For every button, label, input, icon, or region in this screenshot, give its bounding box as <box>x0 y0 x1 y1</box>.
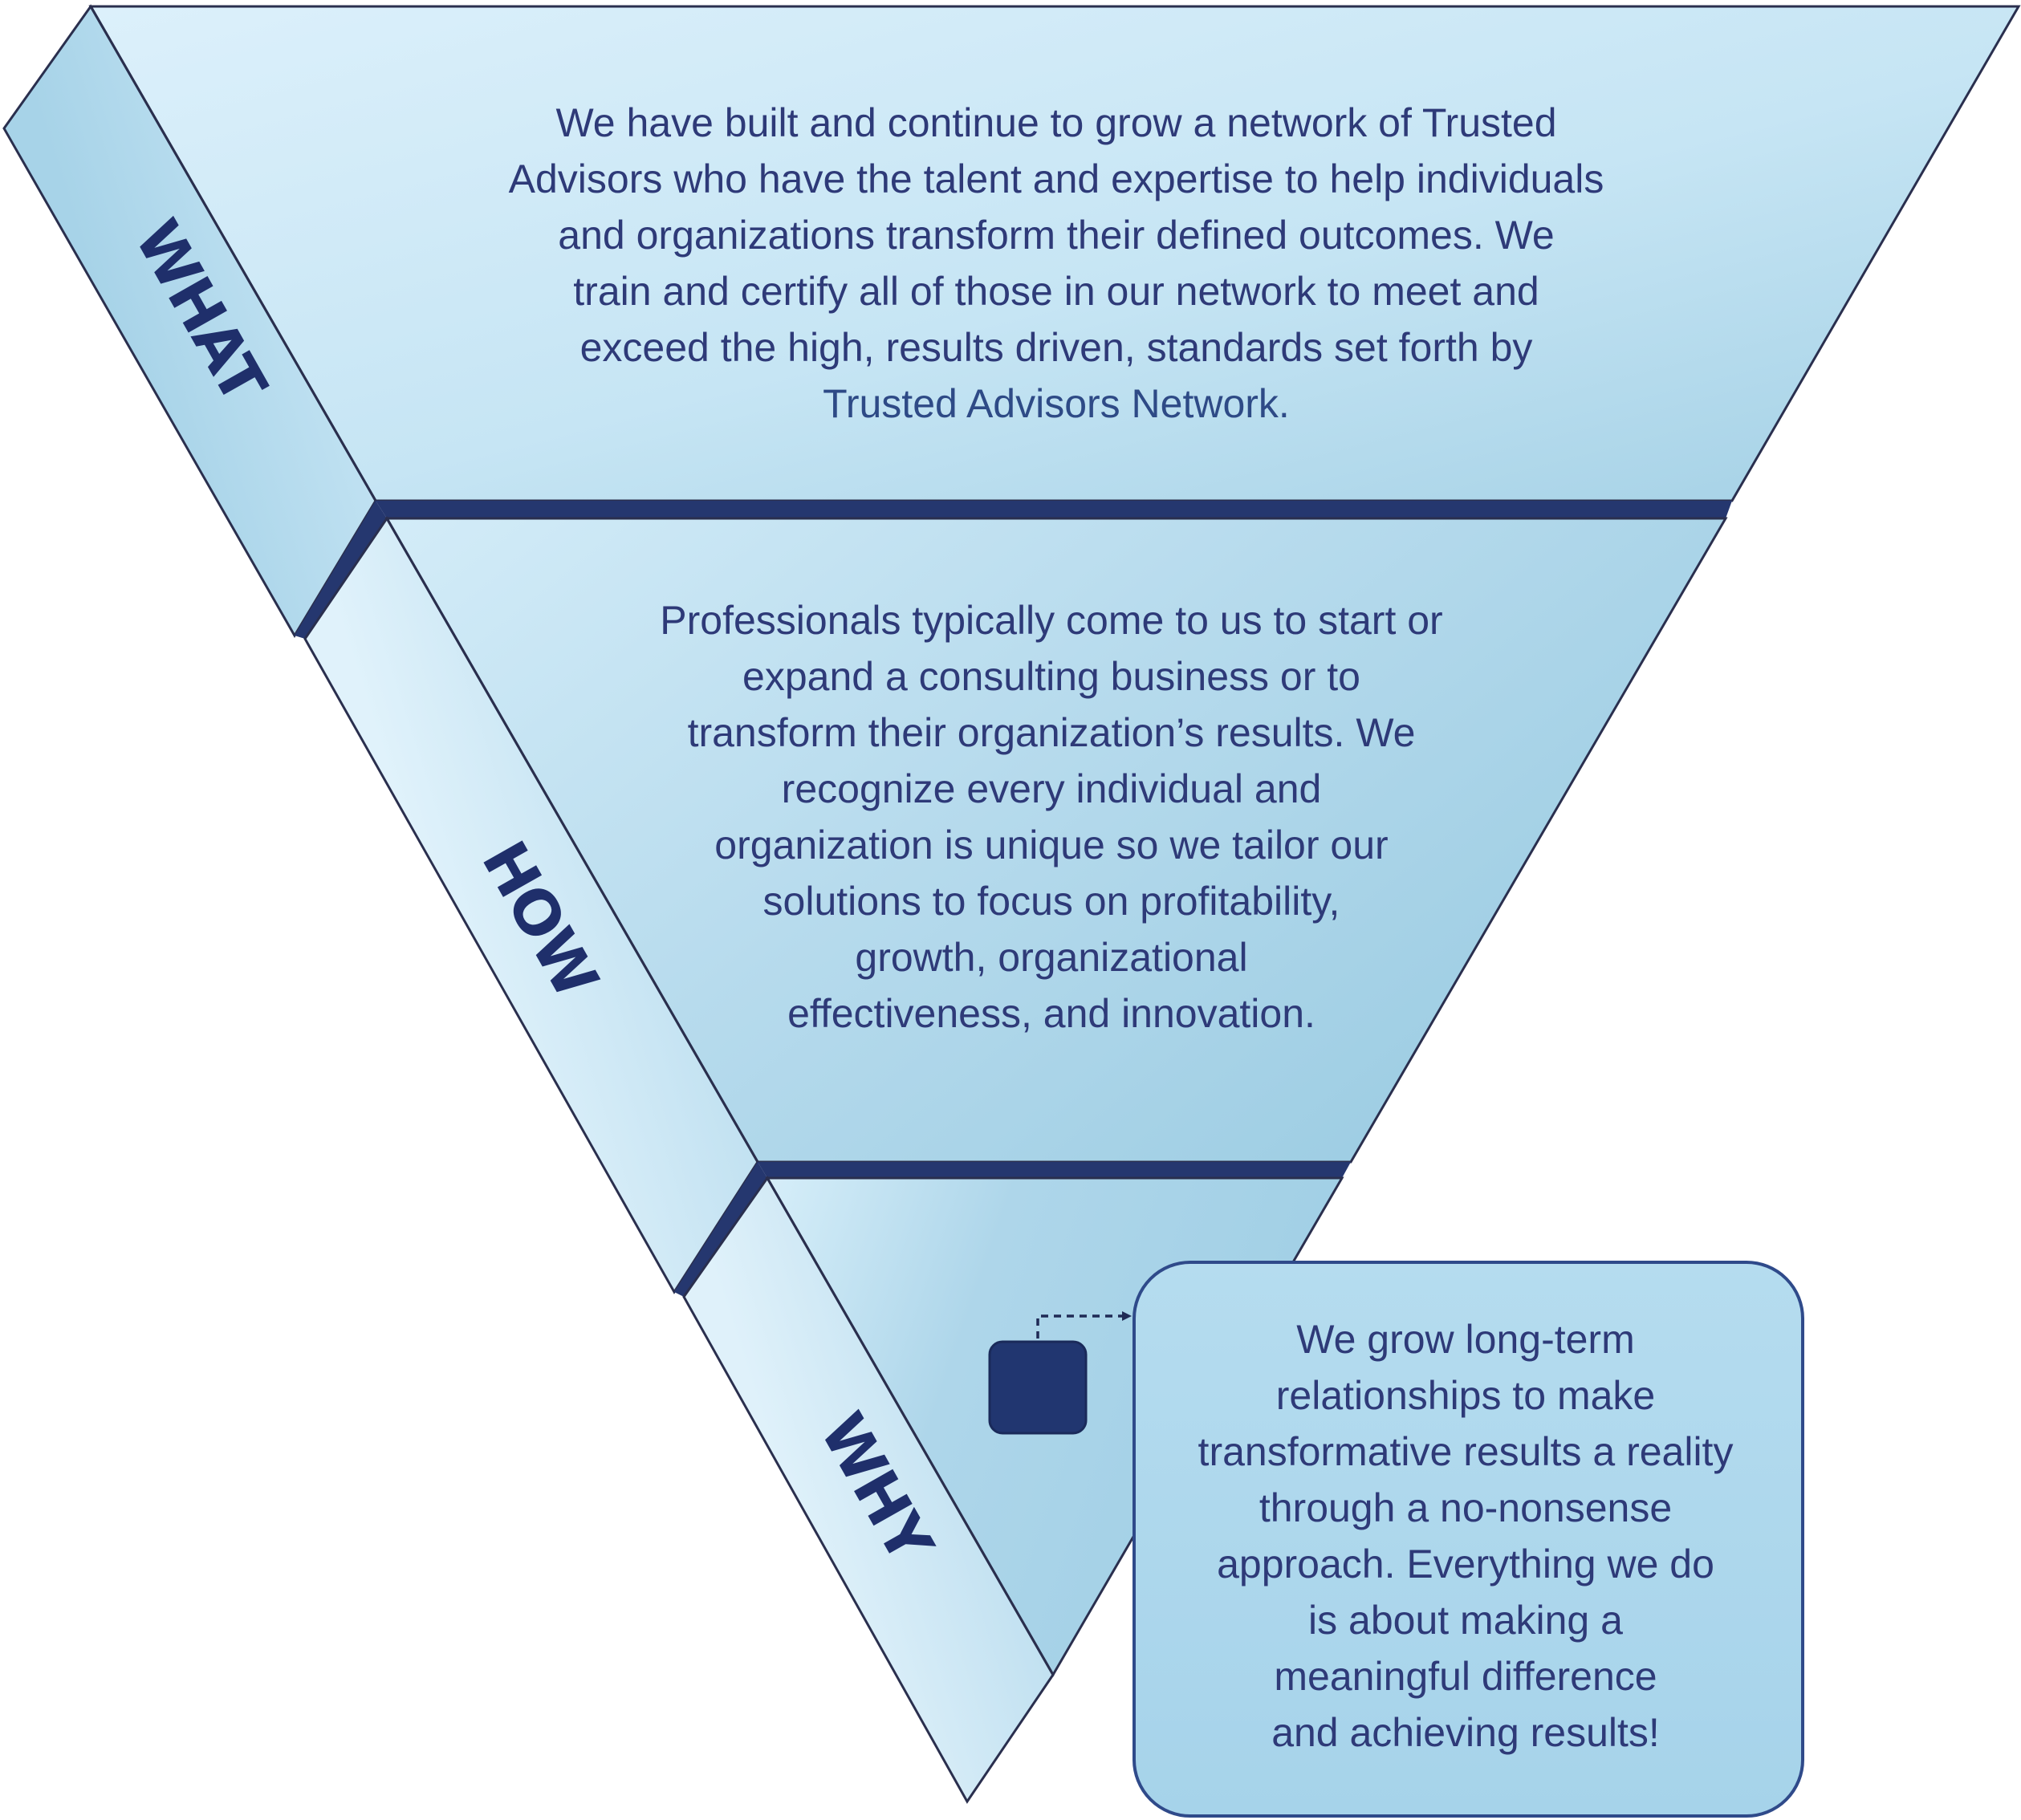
what-line: train and certify all of those in our ne… <box>573 269 1539 314</box>
why-line: We grow long-term <box>1296 1317 1634 1362</box>
what-line: We have built and continue to grow a net… <box>555 100 1556 145</box>
why-edge <box>766 1177 1055 1676</box>
why-line: through a no-nonsense <box>1259 1485 1672 1530</box>
what-text: We have built and continue to grow a net… <box>509 100 1604 426</box>
why-callout-box <box>1132 1261 1804 1818</box>
divider-how-why <box>758 1162 1351 1178</box>
why-text: We grow long-term relationships to make … <box>1198 1317 1734 1755</box>
what-edge <box>89 6 377 502</box>
how-text: Professionals typically come to us to st… <box>660 598 1442 1036</box>
why-line: is about making a <box>1308 1598 1623 1643</box>
how-line: transform their organization’s results. … <box>688 710 1416 755</box>
divider-how-why-side <box>674 1162 767 1297</box>
how-line: growth, organizational <box>855 935 1247 980</box>
why-line: approach. Everything we do <box>1217 1542 1714 1586</box>
divider-what-how <box>376 501 1732 518</box>
dashed-arrow-icon <box>1036 1311 1132 1339</box>
how-line: effectiveness, and innovation. <box>787 991 1315 1036</box>
why-line: meaningful difference <box>1274 1654 1657 1699</box>
why-line: transformative results a reality <box>1198 1429 1734 1474</box>
how-line: Professionals typically come to us to st… <box>660 598 1442 643</box>
rounded-square-marker-icon <box>988 1340 1088 1435</box>
how-edge <box>385 518 759 1163</box>
what-line: and organizations transform their define… <box>558 213 1554 258</box>
how-line: organization is unique so we tailor our <box>714 823 1388 867</box>
how-line: expand a consulting business or to <box>742 654 1360 699</box>
what-line: exceed the high, results driven, standar… <box>580 325 1533 370</box>
divider-what-how-side <box>295 501 387 639</box>
what-line: Advisors who have the talent and experti… <box>509 156 1604 201</box>
why-line: relationships to make <box>1276 1373 1655 1418</box>
how-line: recognize every individual and <box>782 766 1322 811</box>
how-line: solutions to focus on profitability, <box>763 879 1340 924</box>
what-line: Trusted Advisors Network. <box>823 381 1290 426</box>
why-line: and achieving results! <box>1271 1710 1660 1755</box>
